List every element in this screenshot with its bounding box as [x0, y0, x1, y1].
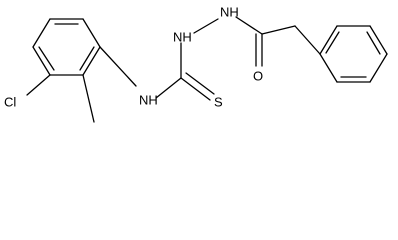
chloro-bond [26, 74, 51, 96]
methyl-bond [82, 74, 95, 123]
ring2-bond-a-inner [325, 31, 340, 54]
ring2-bond-f [319, 53, 338, 83]
ring1-bond-c [82, 46, 101, 76]
aryl-nh-bond [99, 46, 137, 87]
oxygen-atom-label: O [253, 69, 263, 84]
hydrazine-nh-label: NH [173, 30, 192, 45]
ring2-bond-c-inner [366, 31, 381, 55]
ring2-bond-a [319, 25, 338, 55]
aryl-nh-label: NH [139, 93, 158, 108]
nh-carbonyl-bond [235, 16, 263, 35]
chloromethylphenyl-ring [32, 18, 101, 76]
phenyl-ring [319, 25, 388, 83]
ring1-bond-f [32, 18, 51, 48]
thiocarbonyl-double-bond-a [180, 77, 211, 101]
nh-thiocarbonyl-bond [155, 77, 182, 99]
sulfur-atom-label: S [214, 95, 223, 110]
ring1-bond-c-inner [79, 46, 95, 71]
ring1-bond-e-inner [38, 46, 55, 71]
ring1-bond-e [32, 46, 51, 76]
ring2-bond-d [369, 53, 388, 83]
ch2-phenyl-bond [294, 25, 321, 55]
chemical-structure-diagram: Cl NH S NH NH O [4, 5, 388, 123]
ring1-bond-b [82, 18, 101, 48]
thiocarbonyl-double-bond-b [185, 72, 215, 95]
chlorine-atom-label: Cl [4, 95, 16, 110]
carbonyl-ch2-bond [261, 25, 296, 35]
n-n-bond [193, 18, 219, 34]
ring2-bond-c [369, 25, 388, 55]
hydrazide-nh-label: NH [220, 5, 239, 20]
